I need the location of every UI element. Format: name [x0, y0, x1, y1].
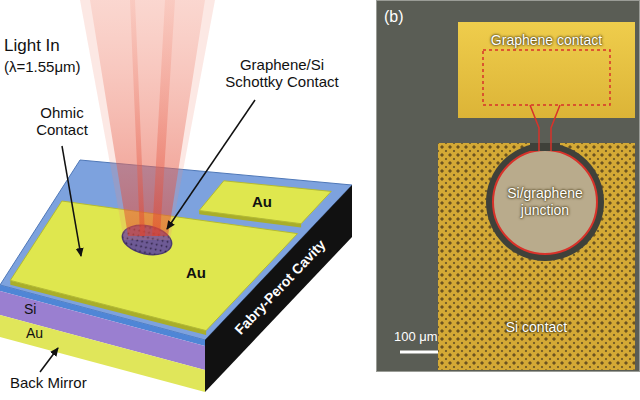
leader-arrow [62, 146, 81, 256]
part-label: Graphene/Si Schottky Contact [212, 56, 352, 91]
junction-circle: Si/graphene junction [485, 142, 605, 262]
leader-arrow [40, 348, 58, 372]
node-label: Graphene contact [491, 32, 602, 49]
part-label: Back Mirror [10, 374, 87, 391]
graphene-neck [530, 105, 539, 151]
graphene-neck [551, 105, 560, 151]
contact-pad: Graphene contact [458, 22, 635, 118]
graphene-sheet-outline [483, 50, 610, 105]
isolation-ring [486, 143, 604, 261]
light-glow [80, 0, 215, 240]
micrograph-frame [377, 1, 640, 372]
part-label: Au [252, 193, 272, 210]
graphene-pad [199, 181, 331, 224]
node-label: Si/graphene junction [503, 185, 587, 219]
leader-arrow [167, 100, 255, 229]
contact-region: Si contact Si/graphene junction [438, 143, 635, 370]
neck-gap [530, 143, 560, 151]
light-beam [152, 0, 205, 236]
part-label: Si [24, 301, 36, 317]
junction-disk [493, 150, 597, 254]
part-label: (b) [384, 8, 404, 26]
part-label: (λ=1.55μm) [4, 58, 81, 75]
part-label: 100 μm [394, 330, 438, 345]
part-label: Au [186, 264, 206, 281]
part-label: Au [26, 325, 43, 341]
micrograph-ground [376, 0, 640, 372]
scale-bar [400, 351, 442, 354]
part-label: Light In [4, 36, 60, 56]
node-label: Si contact [506, 319, 567, 336]
part-label: Ohmic Contact [22, 104, 102, 139]
